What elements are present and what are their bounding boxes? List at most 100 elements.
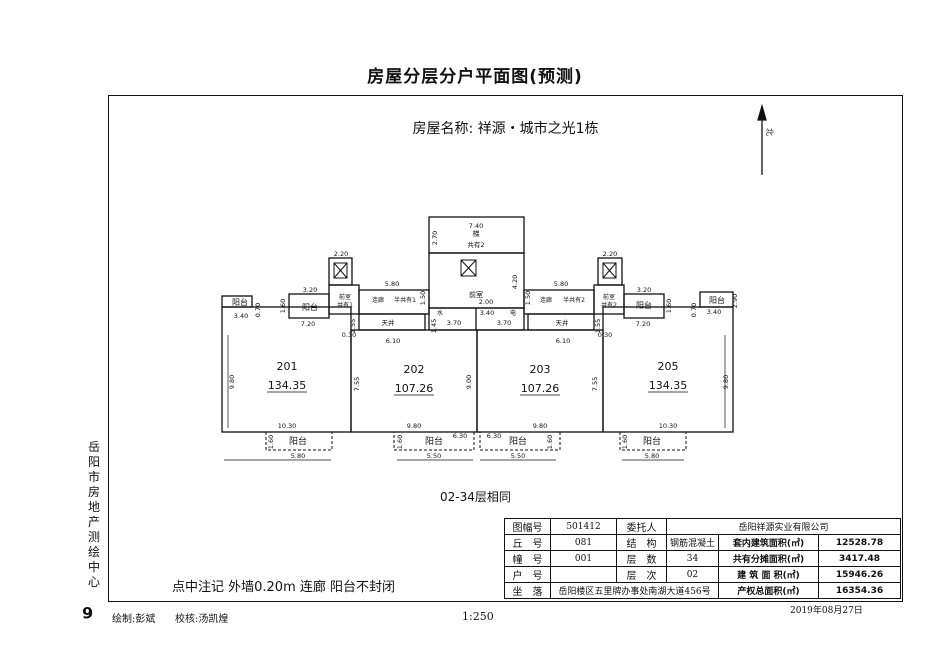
dim-unit-202-top: 6.10 [386, 337, 400, 345]
table-cell: 钢筋混凝土 [666, 534, 719, 551]
dim-unit-205-bottom: 10.30 [659, 422, 678, 430]
table-cell: 岳阳楼区五里牌办事处南湖大道456号 [550, 582, 719, 599]
dim-lift-left: 2.20 [334, 250, 348, 258]
unit-203-number: 203 [530, 363, 551, 376]
dim-offset-right: 0.30 [598, 331, 612, 339]
corridor-left-label: 连廊 [372, 296, 384, 304]
table-cell: 15946.26 [818, 566, 901, 583]
table-cell: 16354.36 [818, 582, 901, 599]
balcony-corner-left-label: 阳台 [232, 297, 248, 307]
dim-courtyard-left-gap: 3.70 [447, 319, 461, 327]
front-room-right-shared: 共有2 [601, 301, 617, 309]
dim-balcony-right: 3.20 [637, 286, 651, 294]
balcony-corner-right [699, 291, 734, 308]
table-cell: 081 [550, 534, 617, 551]
table-cell: 结 构 [616, 534, 667, 551]
front-room-central-label: 前室 [469, 290, 483, 299]
unit-202-number: 202 [404, 363, 425, 376]
dim-balcony-201-width: 5.80 [291, 452, 305, 460]
unit-203-outline [476, 329, 604, 433]
balcony-top-left-label: 阳台 [302, 302, 318, 312]
dim-corridor-right-height: 1.50 [524, 291, 532, 305]
stair-label: 梯 [473, 229, 480, 238]
table-row: 坐 落 岳阳楼区五里牌办事处南湖大道456号 产权总面积(㎡) 16354.36 [504, 582, 901, 599]
unit-202-area: 107.26 [395, 382, 434, 395]
table-cell: 幢 号 [504, 550, 551, 567]
dim-balcony-202-height: 1.60 [396, 435, 404, 449]
table-cell: 丘 号 [504, 534, 551, 551]
dim-corridor-right: 5.80 [554, 280, 568, 288]
lift-icon [333, 262, 348, 279]
unit-203-area: 107.26 [521, 382, 560, 395]
dim-corner-right-height: 0.70 [690, 303, 698, 317]
date-label: 2019年08月27日 [790, 606, 863, 616]
dim-balcony-203-width: 5.50 [511, 452, 525, 460]
dim-corner-right-depth: 2.90 [731, 294, 739, 308]
table-cell [550, 566, 617, 583]
dim-courtyard-right-gap: 3.70 [497, 319, 511, 327]
house-name: 房屋名称: 祥源・城市之光1栋 [412, 121, 599, 137]
dim-balcony-203-height: 1.60 [546, 435, 554, 449]
table-cell: 坐 落 [504, 582, 551, 599]
dim-unit-205-height: 9.80 [722, 375, 730, 389]
dim-courtyard-right-height: 1.55 [594, 319, 602, 333]
dim-lift-right: 2.20 [603, 250, 617, 258]
courtyard-left [358, 313, 426, 331]
dim-balcony-205-height: 1.60 [621, 435, 629, 449]
floors-note: 02-34层相同 [440, 490, 511, 504]
table-cell: 02 [666, 566, 719, 583]
courtyard-right-label: 天井 [556, 318, 570, 327]
dim-balcony-203-offset: 6.30 [487, 432, 501, 440]
table-cell: 层 数 [616, 550, 667, 567]
table-cell: 3417.48 [818, 550, 901, 567]
drawn-by: 绘制:彭斌 [112, 614, 156, 625]
dim-utility-width: 3.40 [480, 309, 494, 317]
table-cell: 图幅号 [504, 518, 551, 535]
balcony-203-bottom [479, 431, 561, 451]
balcony-202-bottom [393, 431, 475, 451]
unit-205-area: 134.35 [649, 379, 688, 392]
table-cell: 001 [550, 550, 617, 567]
water-label: 水 [437, 309, 443, 317]
dim-unit-203-top: 6.10 [556, 337, 570, 345]
dim-balcony-right-height: 1.60 [665, 299, 673, 313]
balcony-205-bottom [619, 431, 687, 451]
dim-corridor-left-height: 1.50 [419, 291, 427, 305]
table-cell: 12528.78 [818, 534, 901, 551]
balcony-201-label: 阳台 [289, 435, 307, 447]
table-cell: 岳阳祥源实业有限公司 [666, 518, 901, 535]
lift-icon [460, 259, 477, 277]
table-row: 幢 号 001 层 数 34 共有分摊面积(㎡) 3417.48 [504, 550, 901, 567]
courtyard-right [527, 313, 595, 331]
courtyard-left-label: 天井 [382, 318, 396, 327]
table-cell: 委托人 [616, 518, 667, 535]
note-text: 点中注记 外墙0.20m 连廊 阳台不封闭 [172, 580, 396, 595]
front-room-right-label: 前室 [603, 293, 615, 301]
table-cell: 套内建筑面积(㎡) [718, 534, 819, 551]
dim-balcony-201-height: 1.60 [267, 435, 275, 449]
checked-by: 校核:汤凯煌 [175, 614, 229, 625]
electric-label: 电 [510, 309, 516, 317]
dim-unit-203-bottom: 9.80 [533, 422, 547, 430]
dim-courtyard-left-height: 1.55 [349, 319, 357, 333]
table-row: 丘 号 081 结 构 钢筋混凝土 套内建筑面积(㎡) 12528.78 [504, 534, 901, 551]
balcony-corner-left [221, 295, 253, 308]
corridor-right-shared: 半共有2 [563, 296, 585, 304]
dim-unit-201-top: 7.20 [301, 320, 315, 328]
dim-corridor-left: 5.80 [385, 280, 399, 288]
balcony-top-right-label: 阳台 [636, 300, 652, 310]
table-cell: 产权总面积(㎡) [718, 582, 819, 599]
unit-202-outline [350, 329, 478, 433]
dim-unit-202-bottom: 9.80 [407, 422, 421, 430]
dim-offset-left: 0.30 [342, 331, 356, 339]
balcony-205-label: 阳台 [643, 435, 661, 447]
unit-201-area: 134.35 [268, 379, 307, 392]
unit-205-number: 205 [658, 360, 679, 373]
page-number: 6 [82, 603, 94, 622]
front-room-left-shared: 共有1 [337, 301, 353, 309]
north-arrow-icon [757, 103, 767, 121]
corridor-left-shared: 半共有1 [394, 296, 416, 304]
dim-corner-left-height: 0.70 [254, 303, 262, 317]
dim-utility-height: 1.45 [430, 319, 438, 333]
dim-unit-201-height: 9.80 [228, 375, 236, 389]
